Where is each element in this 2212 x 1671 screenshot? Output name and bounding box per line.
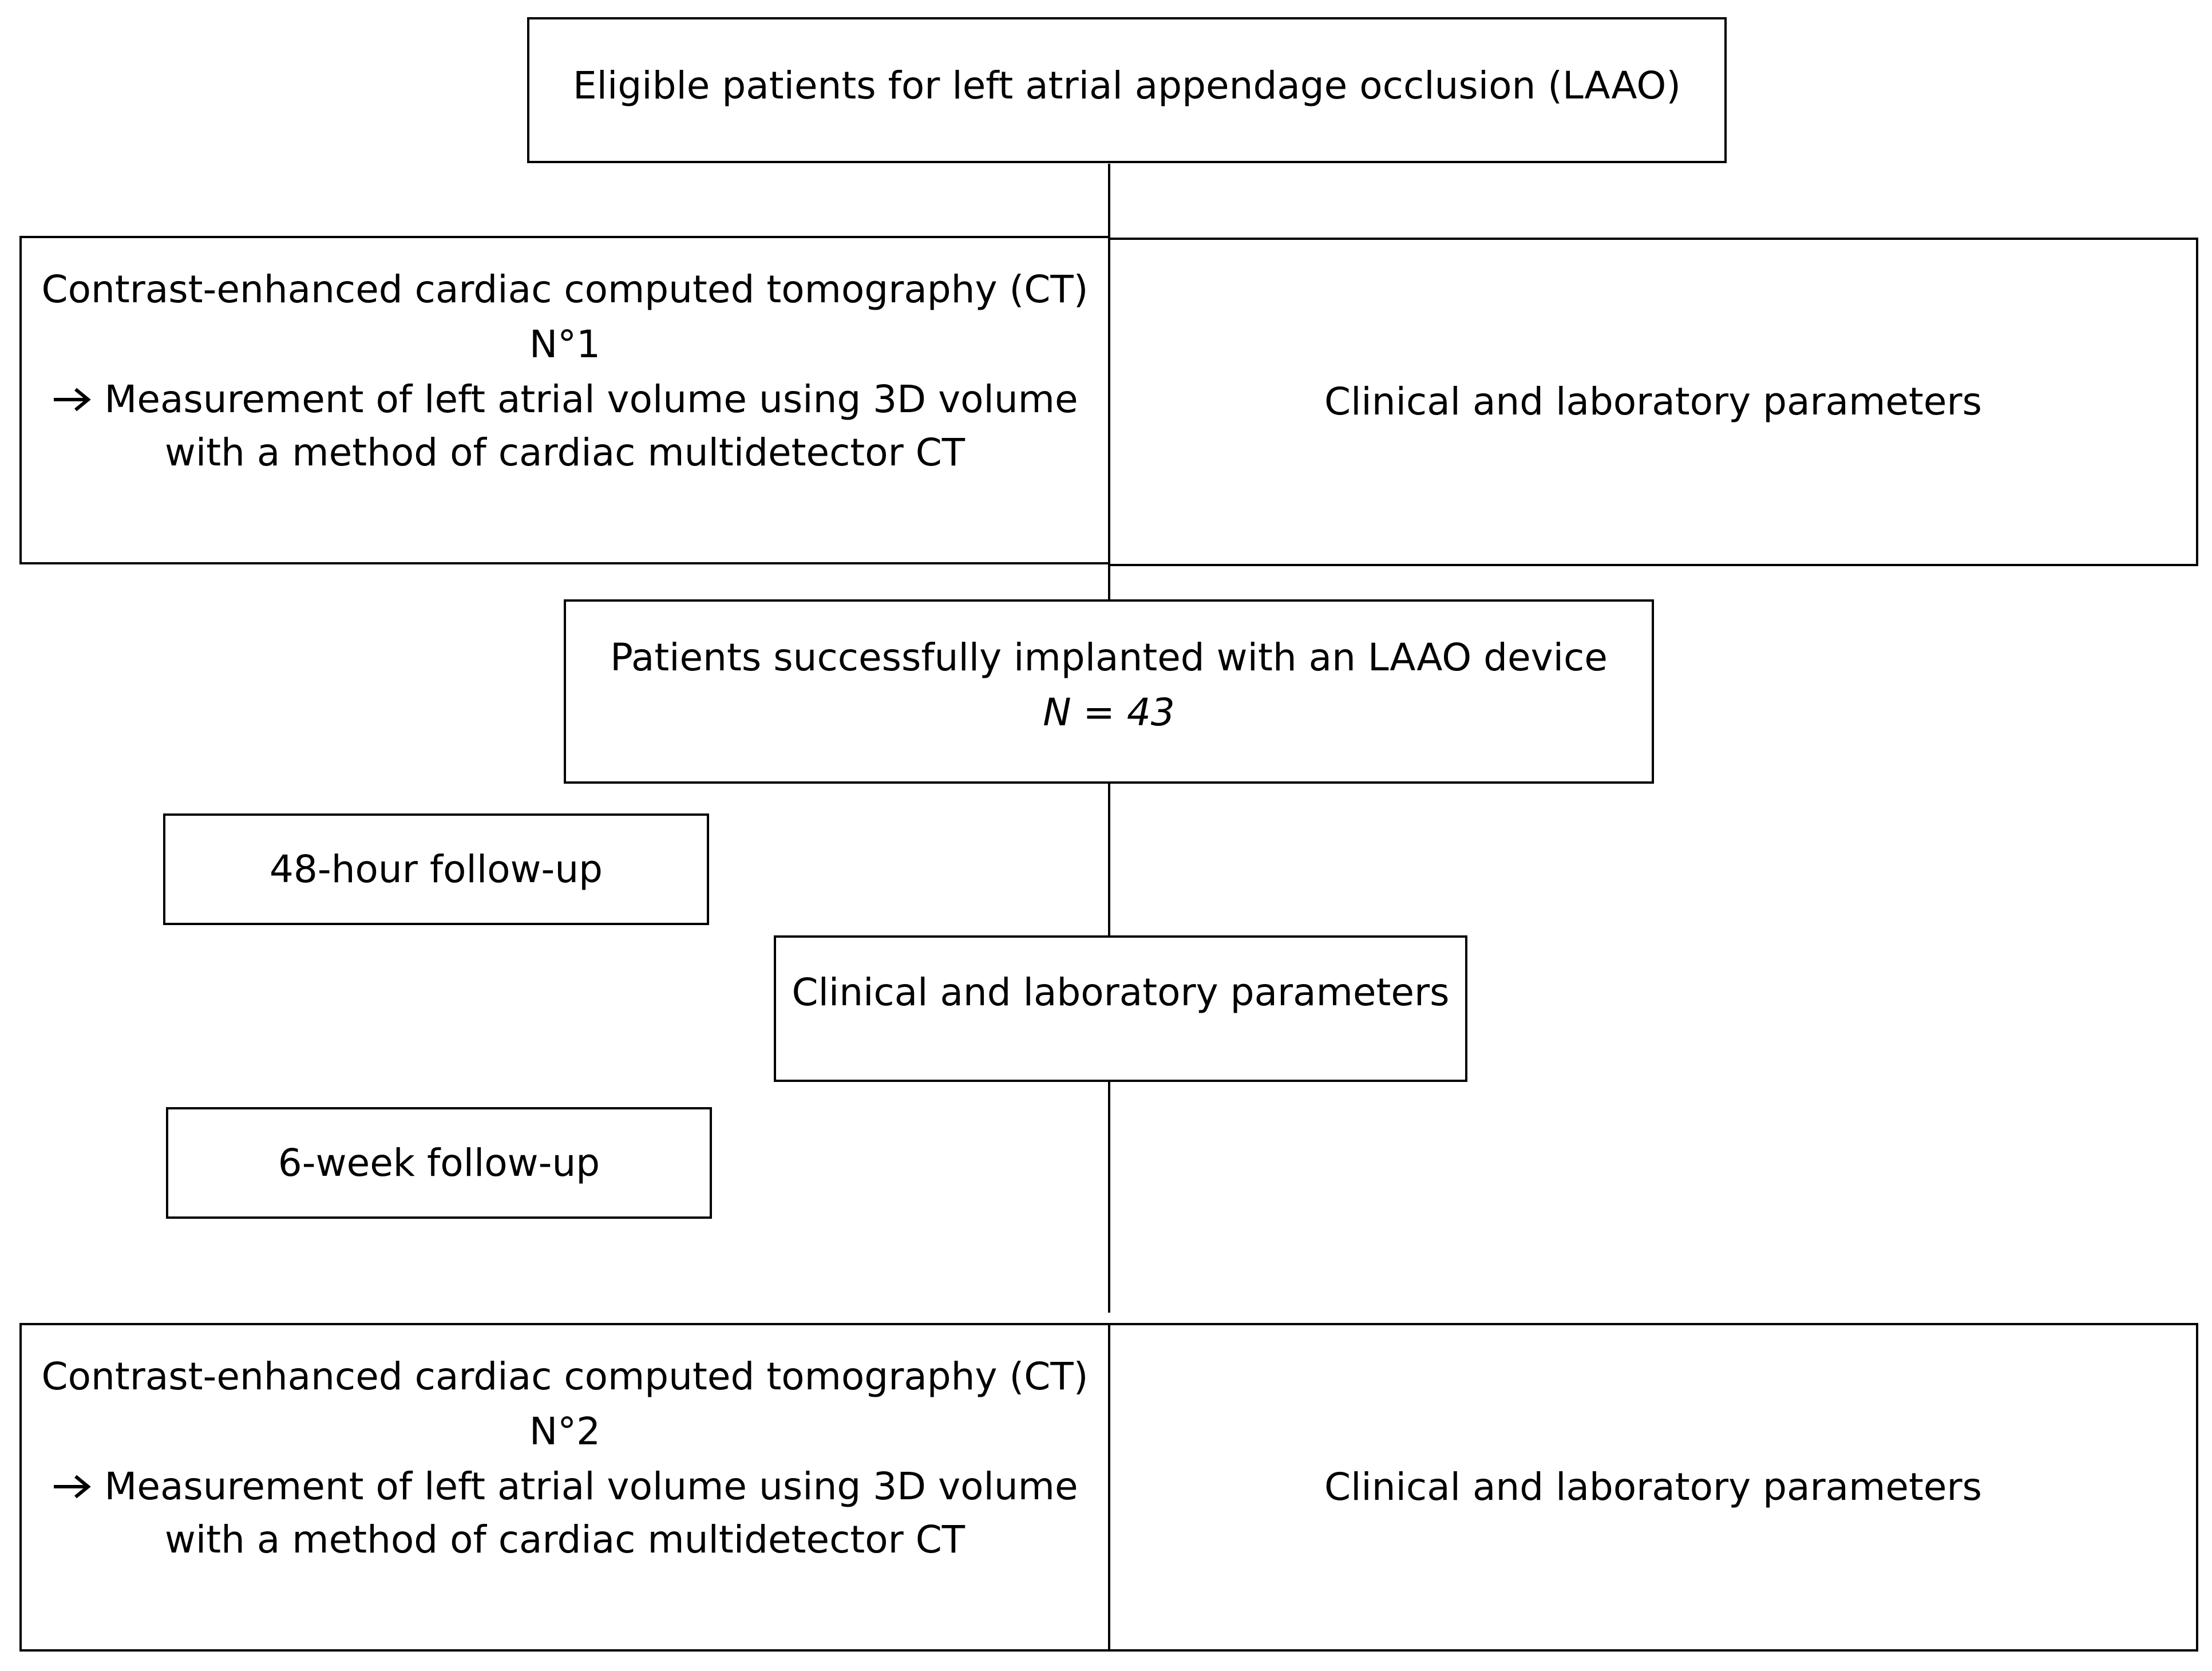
eligible-patients-box: Eligible patients for left atrial append… bbox=[527, 17, 1727, 163]
connector-line bbox=[1108, 164, 1110, 238]
ct1-measurement-line1: Measurement of left atrial volume using … bbox=[104, 377, 1078, 421]
clinical-parameters-box-1: Clinical and laboratory parameters bbox=[1108, 238, 2198, 566]
eligible-patients-label: Eligible patients for left atrial append… bbox=[572, 64, 1681, 108]
ct2-measurement-line1: Measurement of left atrial volume using … bbox=[104, 1464, 1078, 1508]
followup-48h-box: 48-hour follow-up bbox=[163, 813, 709, 925]
clinical-parameters-label-2: Clinical and laboratory parameters bbox=[792, 970, 1450, 1014]
ct1-measurement-row: Measurement of left atrial volume using … bbox=[52, 372, 1078, 427]
clinical-parameters-box-3: Clinical and laboratory parameters bbox=[1108, 1323, 2198, 1652]
followup-6w-label: 6-week follow-up bbox=[278, 1140, 600, 1185]
followup-48h-label: 48-hour follow-up bbox=[269, 847, 603, 891]
right-arrow-icon bbox=[54, 1475, 92, 1499]
clinical-parameters-label-1: Clinical and laboratory parameters bbox=[1324, 380, 1982, 424]
followup-6w-box: 6-week follow-up bbox=[166, 1107, 712, 1219]
ct2-title: Contrast-enhanced cardiac computed tomog… bbox=[41, 1354, 1089, 1399]
connector-line bbox=[1108, 1080, 1110, 1313]
clinical-parameters-label-3: Clinical and laboratory parameters bbox=[1324, 1465, 1982, 1509]
implanted-patients-count: N = 43 bbox=[1043, 690, 1175, 734]
connector-line bbox=[1108, 783, 1110, 935]
right-arrow-icon bbox=[54, 388, 92, 412]
implanted-patients-label: Patients successfully implanted with an … bbox=[610, 635, 1608, 680]
implanted-patients-box: Patients successfully implanted with an … bbox=[564, 599, 1654, 784]
ct1-box: Contrast-enhanced cardiac computed tomog… bbox=[19, 236, 1110, 564]
connector-line bbox=[1108, 564, 1110, 600]
ct1-number: N°1 bbox=[529, 322, 601, 366]
ct2-box: Contrast-enhanced cardiac computed tomog… bbox=[19, 1323, 1110, 1652]
ct1-measurement-line2: with a method of cardiac multidetector C… bbox=[164, 430, 965, 475]
ct1-title: Contrast-enhanced cardiac computed tomog… bbox=[41, 267, 1089, 311]
ct2-measurement-row: Measurement of left atrial volume using … bbox=[52, 1459, 1078, 1514]
ct2-number: N°2 bbox=[529, 1409, 601, 1453]
ct2-measurement-line2: with a method of cardiac multidetector C… bbox=[164, 1518, 965, 1562]
clinical-parameters-box-2: Clinical and laboratory parameters bbox=[774, 935, 1467, 1082]
